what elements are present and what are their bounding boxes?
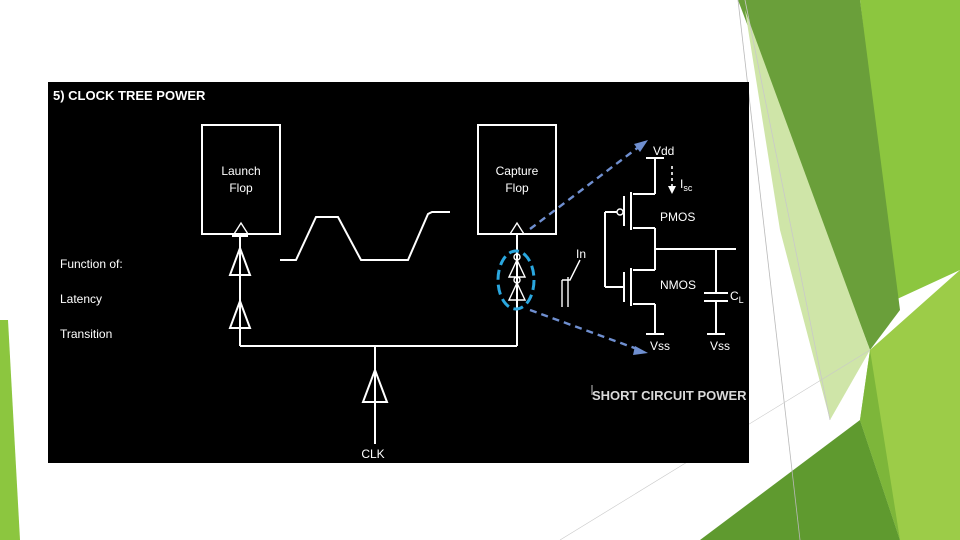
pmos-label: PMOS [660, 210, 695, 224]
diagram-title: 5) CLOCK TREE POWER [53, 88, 206, 103]
vss-right-label: Vss [710, 339, 730, 353]
clock-tree-diagram-image: 5) CLOCK TREE POWER Launch Flop Capture … [48, 82, 749, 463]
vss-left-label: Vss [650, 339, 670, 353]
launch-flop-label-line2: Flop [229, 181, 253, 195]
short-circuit-power-label: SHORT CIRCUIT POWER [592, 388, 747, 403]
zoom-arrowhead-icon [633, 346, 648, 355]
green-facet-left-sliver [0, 320, 20, 540]
launch-flop-label-line1: Launch [221, 164, 260, 178]
buffer-triangle-icon [228, 298, 252, 329]
capture-flop-label-line1: Capture [496, 164, 539, 178]
facet-edge-line [744, 0, 831, 421]
highlight-ellipse [496, 249, 536, 311]
green-facet-bright-top [860, 0, 960, 300]
green-facet-dark-top [738, 0, 900, 350]
input-ramp-waveform [562, 259, 581, 281]
transition-label: Transition [60, 327, 112, 341]
zoom-arrow-upper [529, 145, 641, 230]
inverter-bubble [513, 253, 521, 261]
pmos-gate-bubble [616, 208, 624, 216]
green-facet-pale-mid [745, 10, 870, 420]
inverter-triangle-icon [507, 281, 527, 301]
zoom-arrowhead-icon [634, 140, 648, 152]
clock-waveform [280, 211, 450, 261]
buffer-triangle-icon [228, 245, 252, 276]
inverter-bubble [513, 276, 521, 284]
launch-clock-pin-icon [232, 221, 250, 235]
capture-clock-pin-icon [508, 221, 526, 235]
root-buffer-triangle-icon [361, 367, 389, 403]
green-facet-bright-bottom [860, 350, 900, 540]
clock-tree-diagram: 5) CLOCK TREE POWER Launch Flop Capture … [53, 88, 747, 461]
vdd-label: Vdd [653, 144, 674, 158]
clk-label: CLK [361, 447, 384, 461]
function-of-label: Function of: [60, 257, 123, 271]
launch-flop-box [201, 124, 281, 235]
isc-label: Isc [680, 177, 693, 193]
green-facet-dark-bottom [700, 420, 900, 540]
nmos-label: NMOS [660, 278, 696, 292]
latency-label: Latency [60, 292, 102, 306]
zoom-arrow-lower [529, 308, 641, 352]
isc-arrowhead-icon [668, 186, 676, 194]
capture-flop-label-line2: Flop [505, 181, 529, 195]
in-label: In [576, 247, 586, 261]
cl-label: CL [730, 289, 744, 305]
